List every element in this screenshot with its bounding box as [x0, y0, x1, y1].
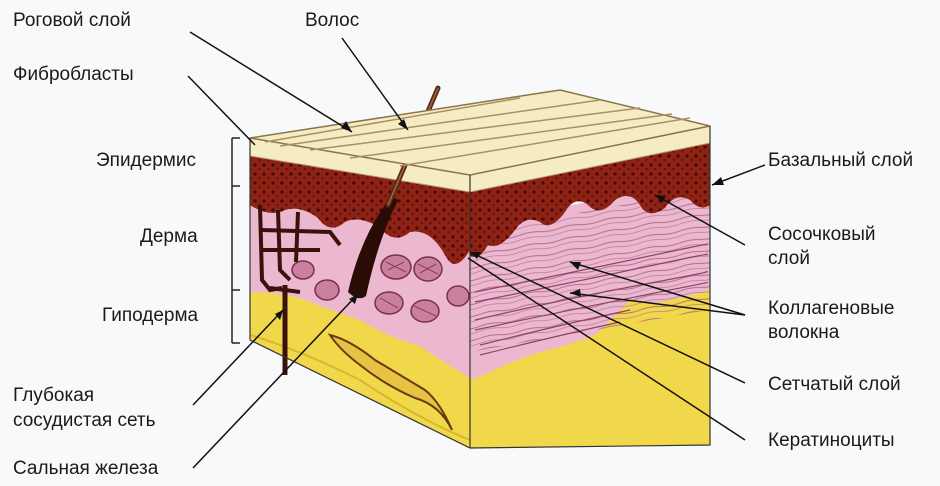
label-sebaceous-gland: Сальная железа [13, 458, 158, 480]
label-deep-vascular-line2: сосудистая сеть [13, 410, 156, 432]
label-deep-vascular-line1: Глубокая [13, 385, 94, 407]
label-dermis: Дерма [140, 226, 198, 248]
label-horny-layer: Роговой слой [13, 10, 131, 32]
label-hair: Волос [305, 10, 359, 32]
label-collagen-line2: волокна [768, 322, 839, 344]
label-keratinocytes: Кератиноциты [768, 430, 895, 452]
label-collagen-line1: Коллагеновые [768, 298, 894, 320]
label-hypodermis: Гиподерма [102, 305, 198, 327]
label-reticular-layer: Сетчатый слой [768, 374, 901, 396]
label-epidermis: Эпидермис [96, 150, 196, 172]
label-basal-layer: Базальный слой [768, 150, 913, 172]
right-face [470, 126, 710, 448]
label-fibroblasts: Фибробласты [13, 64, 134, 86]
label-papillary-line1: Сосочковый [768, 224, 876, 246]
layer-bracket [232, 138, 240, 343]
label-papillary-line2: слой [768, 248, 810, 270]
